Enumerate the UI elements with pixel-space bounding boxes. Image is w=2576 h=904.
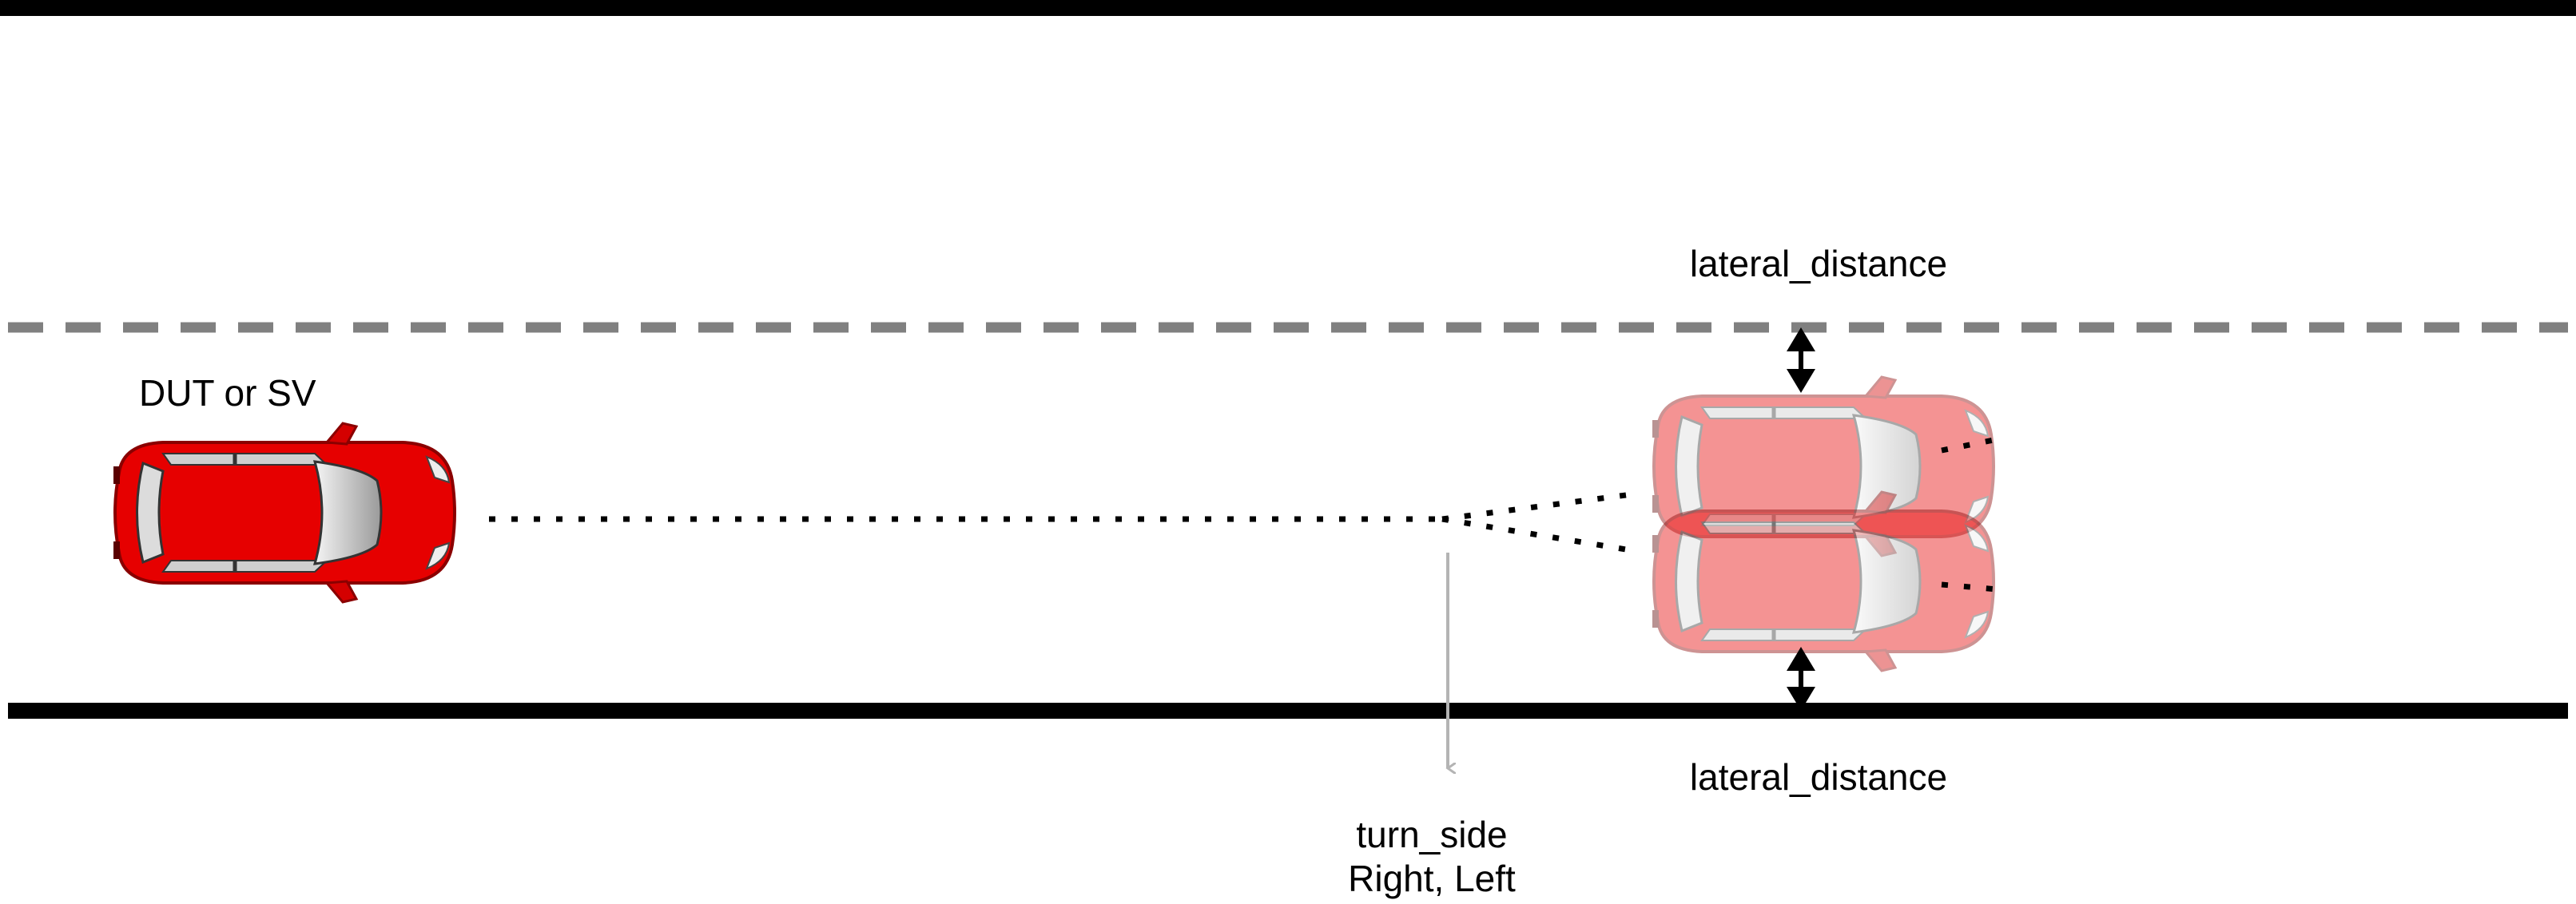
turn-side-values: Right, Left (1348, 858, 1516, 899)
trajectory-exit-left (1941, 436, 1998, 454)
subject-vehicle (113, 423, 455, 602)
vehicle-label: DUT or SV (139, 372, 316, 414)
trajectory-branch-right (1441, 516, 1627, 553)
lateral-distance-arrow-top (1787, 327, 1815, 393)
trajectory-exit-right (1941, 581, 1998, 593)
turn-side-label: turn_side (1356, 814, 1508, 855)
lateral-distance-label-bottom: lateral_distance (1689, 756, 1948, 798)
ghost-vehicle-right (1652, 492, 1994, 671)
trajectory-branch-left (1441, 492, 1627, 522)
lateral-distance-label-top: lateral_distance (1689, 243, 1948, 284)
lateral-distance-arrow-bottom (1787, 647, 1815, 711)
